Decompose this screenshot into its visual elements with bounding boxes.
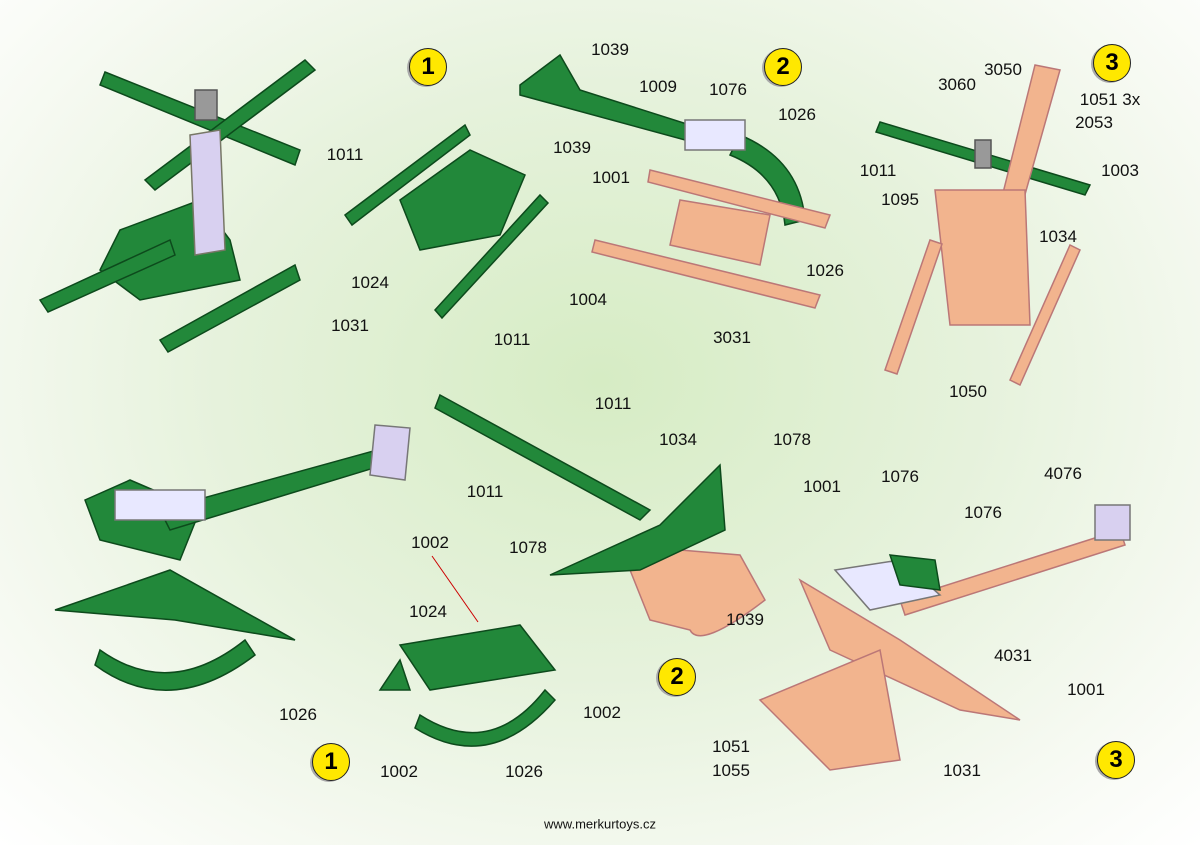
part-number-label: 1076 bbox=[881, 467, 919, 486]
part-number-label: 1039 bbox=[726, 610, 764, 629]
part-number-label: 1002 bbox=[583, 703, 621, 722]
top-step1-parts bbox=[343, 123, 550, 320]
part-number-label: 1011 bbox=[859, 161, 897, 180]
part-number-label: 1003 bbox=[1101, 161, 1139, 180]
part-number-label: 1009 bbox=[639, 77, 677, 96]
step-badge-bottom-step3: 3 bbox=[1097, 741, 1135, 779]
part-number-label: 1078 bbox=[509, 538, 547, 557]
footer-website: www.merkurtoys.cz bbox=[544, 816, 656, 832]
part-number-label: 1026 bbox=[505, 762, 543, 781]
part-number-label: 1001 bbox=[592, 168, 630, 187]
top-step2-parts bbox=[519, 53, 832, 309]
part-number-label: 1011 bbox=[326, 145, 364, 164]
part-number-label: 1051 3x bbox=[1079, 90, 1141, 109]
part-number-label: 1034 bbox=[659, 430, 697, 449]
part-number-label: 1024 bbox=[409, 602, 447, 621]
part-number-label: 1050 bbox=[949, 382, 987, 401]
part-number-label: 1026 bbox=[279, 705, 317, 724]
part-number-label: 3050 bbox=[984, 60, 1022, 79]
bottom-plane-complete bbox=[54, 424, 411, 691]
part-number-label: 3060 bbox=[938, 75, 976, 94]
bottom-step2-parts bbox=[434, 393, 766, 637]
part-number-label: 1051 bbox=[712, 737, 750, 756]
bottom-step1-parts bbox=[378, 624, 557, 747]
part-number-label: 1024 bbox=[351, 273, 389, 292]
part-number-label: 1011 bbox=[493, 330, 531, 349]
step-badge-top-step1: 1 bbox=[409, 48, 447, 86]
part-number-label: 1011 bbox=[466, 482, 504, 501]
part-number-label: 1034 bbox=[1039, 227, 1077, 246]
part-number-label: 1002 bbox=[411, 533, 449, 552]
part-number-label: 4076 bbox=[1044, 464, 1082, 483]
part-number-label: 3031 bbox=[713, 328, 751, 347]
part-number-label: 4031 bbox=[994, 646, 1032, 665]
part-number-label: 1004 bbox=[569, 290, 607, 309]
part-number-label: 1039 bbox=[553, 138, 591, 157]
step-badge-top-step2: 2 bbox=[764, 48, 802, 86]
part-number-label: 1076 bbox=[709, 80, 747, 99]
part-number-label: 1031 bbox=[943, 761, 981, 780]
part-number-label: 1031 bbox=[331, 316, 369, 335]
part-number-label: 1076 bbox=[964, 503, 1002, 522]
part-number-label: 1078 bbox=[773, 430, 811, 449]
part-number-label: 1026 bbox=[778, 105, 816, 124]
step-badge-top-step3: 3 bbox=[1093, 44, 1131, 82]
step-badge-bottom-step2: 2 bbox=[658, 658, 696, 696]
part-number-label: 1095 bbox=[881, 190, 919, 209]
top-step3-parts bbox=[874, 64, 1092, 387]
top-helicopter-complete bbox=[38, 59, 317, 353]
bottom-step3-parts bbox=[758, 504, 1131, 771]
part-number-label: 1026 bbox=[806, 261, 844, 280]
step-badge-bottom-step1: 1 bbox=[312, 743, 350, 781]
part-number-label: 2053 bbox=[1075, 113, 1113, 132]
leader-1002 bbox=[431, 555, 479, 623]
part-number-label: 1011 bbox=[594, 394, 632, 413]
part-number-label: 1001 bbox=[803, 477, 841, 496]
part-number-label: 1001 bbox=[1067, 680, 1105, 699]
part-number-label: 1002 bbox=[380, 762, 418, 781]
part-number-label: 1039 bbox=[591, 40, 629, 59]
part-number-label: 1055 bbox=[712, 761, 750, 780]
